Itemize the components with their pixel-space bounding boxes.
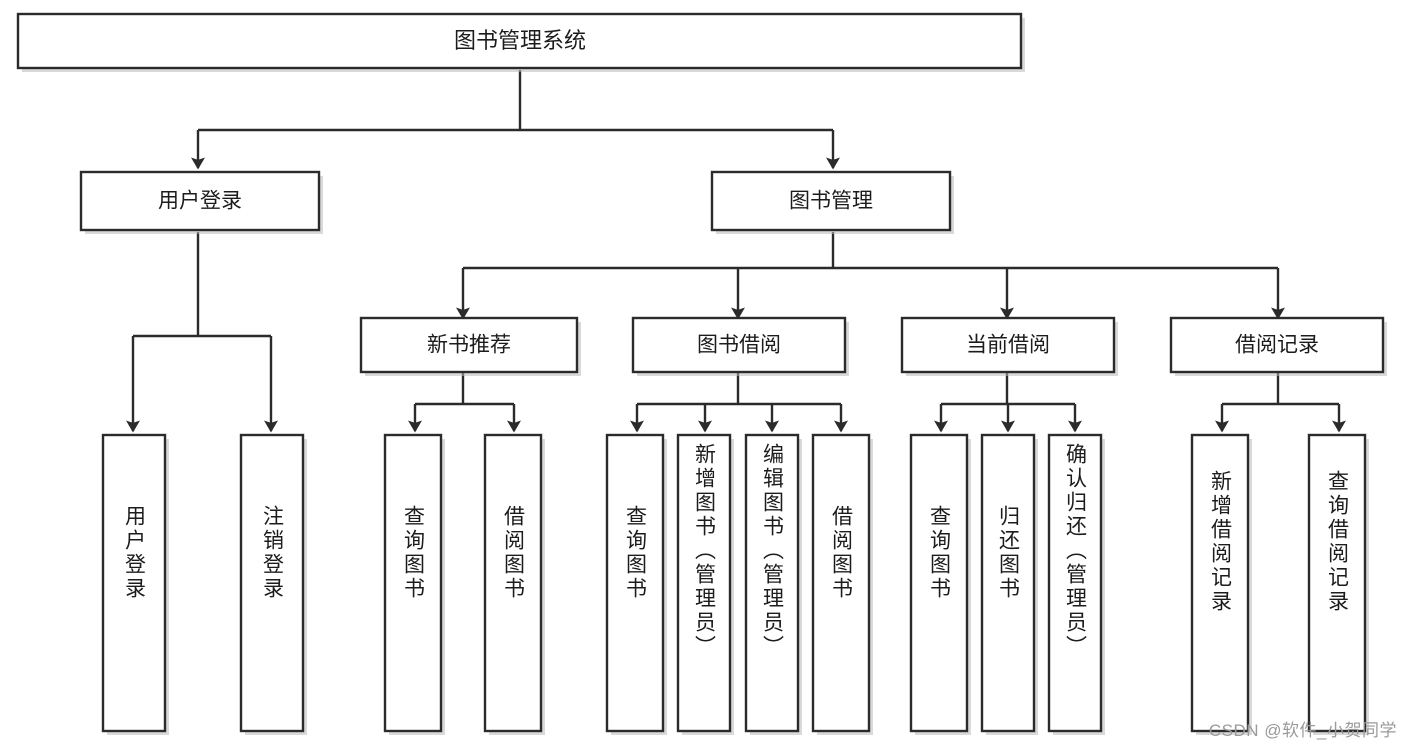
book-borrow-label: 图书借阅 (697, 334, 781, 357)
leaf-query-book-1-box (383, 433, 443, 733)
root-box (16, 12, 1023, 70)
root-label: 图书管理系统 (454, 28, 586, 53)
node-leaf-logout-login[interactable] (239, 433, 307, 735)
current-borrow-label: 当前借阅 (966, 334, 1050, 357)
new-book-recommend-label: 新书推荐 (427, 334, 511, 357)
node-leaf-add-borrow-record[interactable] (1190, 433, 1252, 735)
watermark-text: CSDN @软件_小贺同学 (1208, 721, 1397, 740)
node-leaf-return-book[interactable] (980, 433, 1038, 735)
book-manage-label: 图书管理 (789, 190, 873, 213)
node-borrow-record[interactable]: 借阅记录 (1169, 316, 1387, 376)
borrow-record-box (1169, 316, 1385, 374)
node-root[interactable]: 图书管理系统 (16, 12, 1025, 72)
node-new-book-recommend[interactable]: 新书推荐 (359, 316, 581, 376)
node-leaf-query-borrow-record[interactable] (1307, 433, 1369, 735)
leaf-add-borrow-record-box (1190, 433, 1250, 733)
leaf-query-book-2-box (605, 433, 665, 733)
leaf-query-book-3-box (909, 433, 969, 733)
leaf-confirm-return-box (1047, 433, 1103, 733)
leaf-edit-book-box (744, 433, 800, 733)
node-leaf-add-book[interactable] (676, 433, 734, 735)
current-borrow-box (900, 316, 1116, 374)
node-book-borrow[interactable]: 图书借阅 (631, 316, 849, 376)
book-manage-box (710, 170, 952, 232)
node-leaf-user-login[interactable] (101, 433, 169, 735)
leaf-borrow-book-1-box (483, 433, 543, 733)
leaf-boxes (101, 433, 1369, 735)
leaf-logout-login-box (239, 433, 305, 733)
leaf-borrow-book-2-box (811, 433, 871, 733)
node-leaf-edit-book[interactable] (744, 433, 802, 735)
node-user-login[interactable]: 用户登录 (79, 170, 323, 234)
connector-edges (126, 70, 1346, 433)
node-leaf-borrow-book-2[interactable] (811, 433, 873, 735)
user-login-box (79, 170, 321, 232)
borrow-record-label: 借阅记录 (1235, 334, 1319, 357)
node-current-borrow[interactable]: 当前借阅 (900, 316, 1118, 376)
node-leaf-borrow-book-1[interactable] (483, 433, 545, 735)
new-book-recommend-box (359, 316, 579, 374)
leaf-user-login-box (101, 433, 167, 733)
leaf-return-book-box (980, 433, 1036, 733)
leaf-add-book-box (676, 433, 732, 733)
leaf-query-borrow-record-box (1307, 433, 1367, 733)
user-login-label: 用户登录 (158, 190, 242, 213)
node-leaf-query-book-1[interactable] (383, 433, 445, 735)
node-leaf-query-book-3[interactable] (909, 433, 971, 735)
node-leaf-confirm-return[interactable] (1047, 433, 1105, 735)
book-borrow-box (631, 316, 847, 374)
node-book-manage[interactable]: 图书管理 (710, 170, 954, 234)
node-leaf-query-book-2[interactable] (605, 433, 667, 735)
